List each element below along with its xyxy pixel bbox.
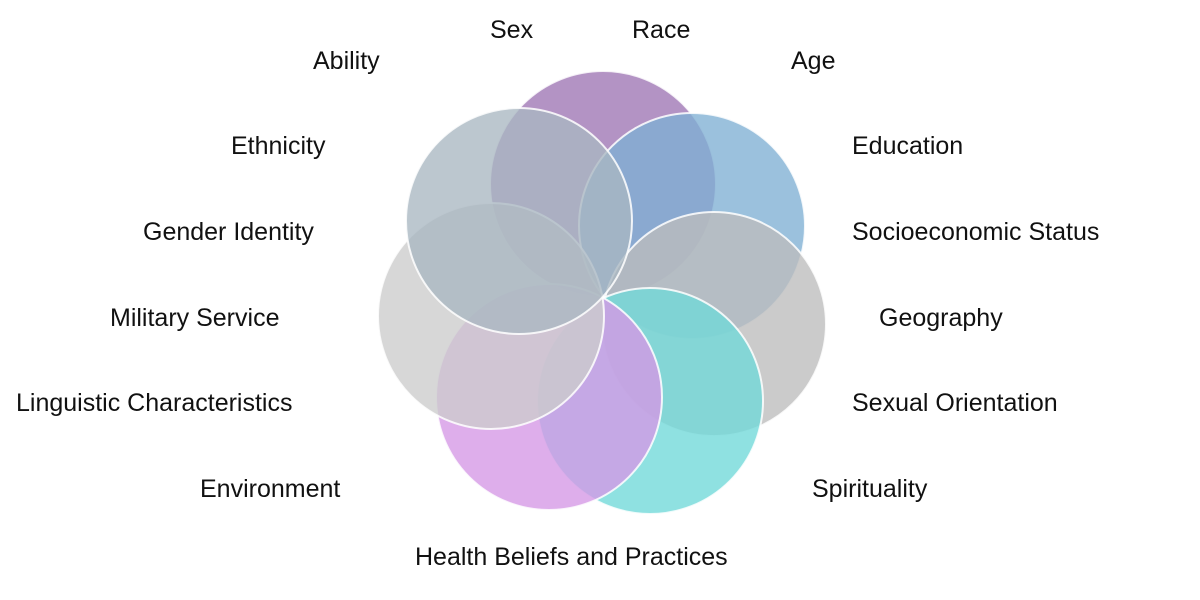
label-race: Race [632, 16, 691, 44]
label-geography: Geography [879, 304, 1003, 332]
label-ethnicity: Ethnicity [231, 132, 326, 160]
label-socioeconomic-status: Socioeconomic Status [852, 218, 1100, 246]
label-education: Education [852, 132, 964, 160]
label-age: Age [791, 47, 836, 75]
label-gender-identity: Gender Identity [143, 218, 314, 246]
label-environment: Environment [200, 475, 341, 503]
label-spirituality: Spirituality [812, 475, 928, 503]
label-health-beliefs: Health Beliefs and Practices [415, 543, 728, 571]
label-ability: Ability [313, 47, 380, 75]
label-linguistic-characteristics: Linguistic Characteristics [16, 389, 293, 417]
label-military-service: Military Service [110, 304, 280, 332]
circle-slate [405, 107, 633, 335]
label-sex: Sex [490, 16, 534, 44]
label-sexual-orientation: Sexual Orientation [852, 389, 1058, 417]
